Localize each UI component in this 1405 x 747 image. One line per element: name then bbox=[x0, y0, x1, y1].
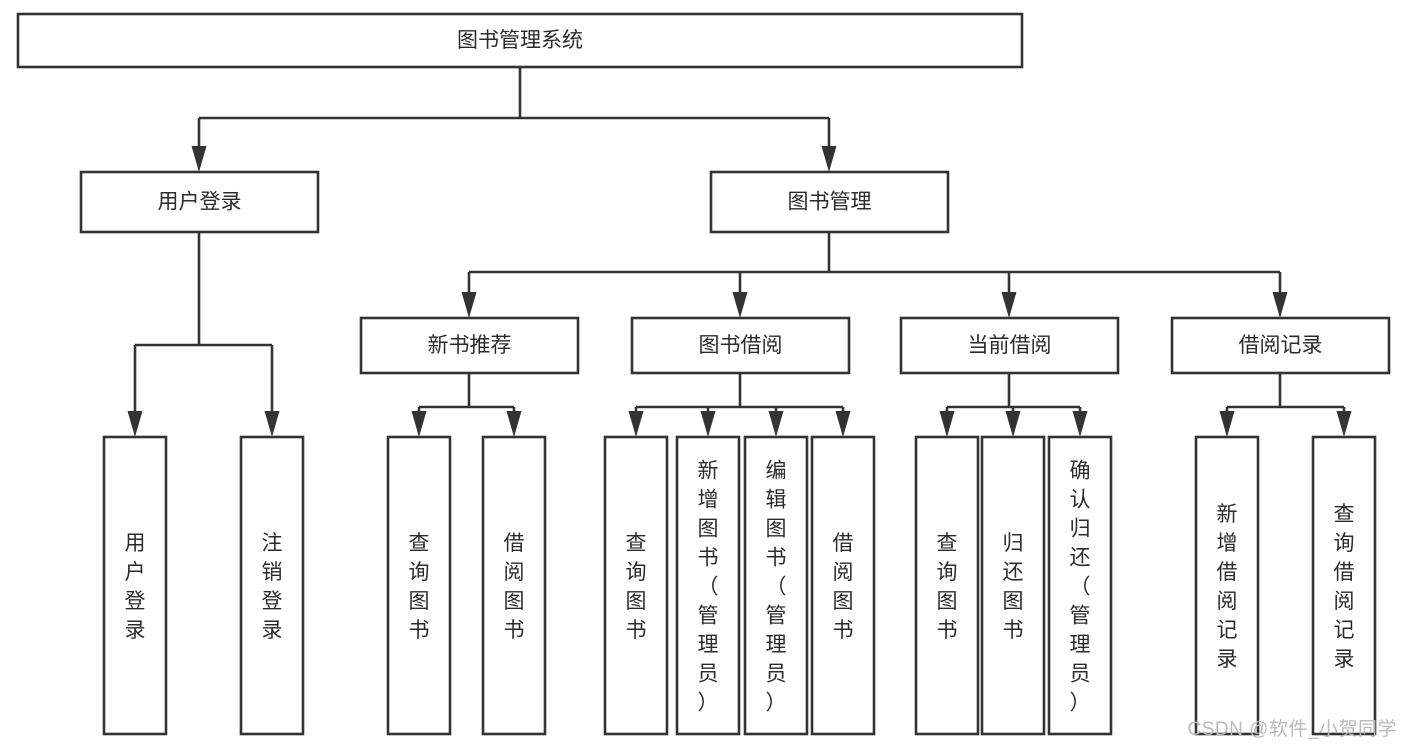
node-label: 图书管理 bbox=[788, 191, 872, 214]
node-box[interactable] bbox=[603, 435, 669, 736]
arrow-head-icon bbox=[768, 411, 784, 437]
node-box[interactable] bbox=[810, 435, 876, 736]
node-borrow-record[interactable]: 借阅记录 bbox=[1170, 316, 1391, 375]
node-leaf-query-book-rec[interactable]: 查询图书 bbox=[386, 435, 452, 736]
node-label: 注销登录 bbox=[262, 532, 283, 642]
node-box[interactable] bbox=[743, 435, 809, 736]
node-box[interactable] bbox=[675, 435, 741, 736]
node-leaf-confirm-return[interactable]: 确认归还（管理员） bbox=[1047, 435, 1113, 736]
arrow-head-icon bbox=[628, 411, 644, 437]
node-leaf-query-book[interactable]: 查询图书 bbox=[603, 435, 669, 736]
node-box[interactable] bbox=[980, 435, 1046, 736]
node-label: 查询图书 bbox=[937, 532, 958, 642]
connector-bus-book-borrow bbox=[628, 373, 851, 437]
node-leaf-borrow-book-rec[interactable]: 借阅图书 bbox=[481, 435, 547, 736]
node-label: 用户登录 bbox=[158, 191, 242, 214]
node-label: 新增借阅记录 bbox=[1217, 503, 1238, 671]
arrow-head-icon bbox=[461, 292, 477, 318]
arrow-head-icon bbox=[411, 411, 427, 437]
arrow-head-icon bbox=[821, 146, 837, 172]
node-box[interactable] bbox=[481, 435, 547, 736]
arrow-head-icon bbox=[835, 411, 851, 437]
node-box[interactable] bbox=[1170, 316, 1391, 375]
node-box[interactable] bbox=[359, 316, 580, 375]
node-root[interactable]: 图书管理系统 bbox=[16, 12, 1024, 69]
connector-bus-user-login bbox=[127, 232, 280, 437]
node-box[interactable] bbox=[1194, 435, 1260, 736]
connector-bus-book-manage bbox=[461, 232, 1288, 318]
node-box[interactable] bbox=[1311, 435, 1377, 736]
arrow-head-icon bbox=[506, 411, 522, 437]
node-current-borrow[interactable]: 当前借阅 bbox=[899, 316, 1120, 375]
node-label: 当前借阅 bbox=[968, 334, 1052, 357]
node-label: 图书借阅 bbox=[699, 334, 783, 357]
node-box[interactable] bbox=[79, 170, 320, 234]
connector-bus-new-book-rec bbox=[411, 373, 522, 437]
node-box[interactable] bbox=[16, 12, 1024, 69]
arrow-head-icon bbox=[732, 292, 748, 318]
arrow-head-icon bbox=[1005, 411, 1021, 437]
csdn-watermark: CSDN @软件_小贺同学 bbox=[1187, 719, 1397, 740]
node-label: 借阅记录 bbox=[1239, 334, 1323, 357]
node-leaf-query-record[interactable]: 查询借阅记录 bbox=[1311, 435, 1377, 736]
node-book-borrow[interactable]: 图书借阅 bbox=[630, 316, 851, 375]
node-leaf-logout[interactable]: 注销登录 bbox=[239, 435, 305, 736]
node-label: 编辑图书（管理员） bbox=[766, 460, 787, 715]
edges-layer bbox=[127, 67, 1352, 437]
arrow-head-icon bbox=[1336, 411, 1352, 437]
node-new-book-rec[interactable]: 新书推荐 bbox=[359, 316, 580, 375]
connector-bus-current-borrow bbox=[939, 373, 1088, 437]
node-box[interactable] bbox=[899, 316, 1120, 375]
node-label: 确认归还（管理员） bbox=[1070, 460, 1091, 715]
node-box[interactable] bbox=[102, 435, 168, 736]
node-leaf-user-login[interactable]: 用户登录 bbox=[102, 435, 168, 736]
node-label: 查询图书 bbox=[626, 532, 647, 642]
node-leaf-add-book[interactable]: 新增图书（管理员） bbox=[675, 435, 741, 736]
node-label: 归还图书 bbox=[1003, 532, 1024, 642]
node-label: 借阅图书 bbox=[504, 532, 525, 642]
node-book-manage[interactable]: 图书管理 bbox=[709, 170, 950, 234]
node-box[interactable] bbox=[709, 170, 950, 234]
node-box[interactable] bbox=[914, 435, 980, 736]
arrow-head-icon bbox=[191, 146, 207, 172]
arrow-head-icon bbox=[1072, 411, 1088, 437]
arrow-head-icon bbox=[939, 411, 955, 437]
node-box[interactable] bbox=[630, 316, 851, 375]
arrow-head-icon bbox=[1219, 411, 1235, 437]
arrow-head-icon bbox=[1272, 292, 1288, 318]
node-label: 用户登录 bbox=[125, 532, 146, 642]
arrow-head-icon bbox=[700, 411, 716, 437]
node-box[interactable] bbox=[239, 435, 305, 736]
node-label: 图书管理系统 bbox=[457, 29, 583, 52]
node-label: 查询借阅记录 bbox=[1334, 503, 1355, 671]
arrow-head-icon bbox=[127, 411, 143, 437]
node-box[interactable] bbox=[386, 435, 452, 736]
node-label: 查询图书 bbox=[409, 532, 430, 642]
node-box[interactable] bbox=[1047, 435, 1113, 736]
node-user-login[interactable]: 用户登录 bbox=[79, 170, 320, 234]
nodes-layer: 图书管理系统用户登录图书管理新书推荐图书借阅当前借阅借阅记录用户登录注销登录查询… bbox=[16, 12, 1391, 736]
connector-bus-borrow-record bbox=[1219, 373, 1352, 437]
node-label: 借阅图书 bbox=[833, 532, 854, 642]
node-label: 新增图书（管理员） bbox=[698, 460, 719, 715]
arrow-head-icon bbox=[1001, 292, 1017, 318]
node-label: 新书推荐 bbox=[428, 334, 512, 357]
node-leaf-query-book-cur[interactable]: 查询图书 bbox=[914, 435, 980, 736]
node-leaf-add-record[interactable]: 新增借阅记录 bbox=[1194, 435, 1260, 736]
arrow-head-icon bbox=[264, 411, 280, 437]
node-leaf-borrow-book[interactable]: 借阅图书 bbox=[810, 435, 876, 736]
node-leaf-return-book[interactable]: 归还图书 bbox=[980, 435, 1046, 736]
connector-bus-root bbox=[191, 67, 837, 172]
node-leaf-edit-book[interactable]: 编辑图书（管理员） bbox=[743, 435, 809, 736]
